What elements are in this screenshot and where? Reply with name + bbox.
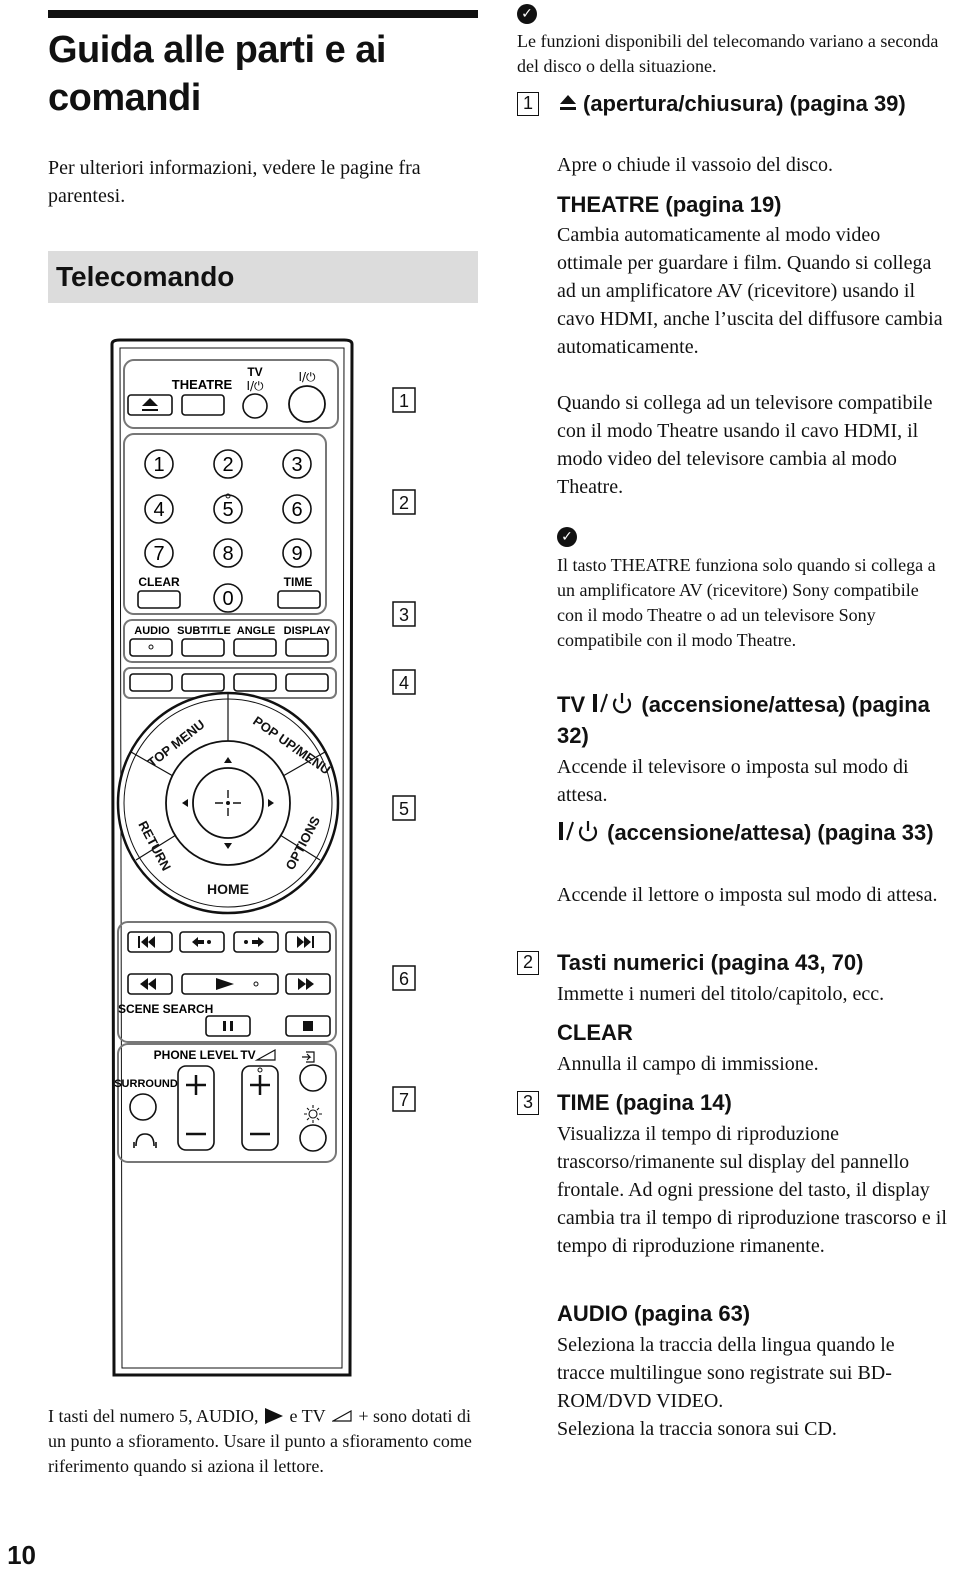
volume-icon xyxy=(331,1410,352,1422)
eject-icon xyxy=(560,95,576,110)
digit-5: 5 xyxy=(222,499,233,521)
clear-label: CLEAR xyxy=(138,575,180,589)
number-panel xyxy=(123,433,327,615)
clear-button xyxy=(137,590,181,609)
time-heading: TIME (pagina 14) xyxy=(557,1090,732,1115)
eject-heading: (apertura/chiusura) (pagina 39) xyxy=(557,88,947,119)
audio-label: AUDIO xyxy=(134,625,170,637)
angle-button xyxy=(233,638,277,657)
play-icon xyxy=(264,1408,283,1424)
theatre-note: Il tasto THEATRE funziona solo quando si… xyxy=(557,555,936,650)
blue-button xyxy=(285,673,329,692)
tv-volume-rocker xyxy=(241,1065,279,1151)
section-header: Telecomando xyxy=(48,251,478,303)
digit-7: 7 xyxy=(153,543,164,565)
theatre-body-2: Quando si collega ad un televisore compa… xyxy=(557,392,933,498)
note-icon: ✓ xyxy=(517,4,537,24)
digit-2: 2 xyxy=(222,454,233,476)
tv-power-heading: TV (accensione/attesa) (pagina 32) xyxy=(557,692,930,748)
audio-button xyxy=(129,638,173,657)
touch-dot-note: I tasti del numero 5, AUDIO, e TV + sono… xyxy=(48,1406,472,1476)
input-icon xyxy=(302,1051,315,1063)
clear-body: Annulla il campo di immissione. xyxy=(557,1053,819,1075)
power-icon xyxy=(559,821,598,842)
item-number-3: 3 xyxy=(517,1091,539,1115)
numeric-keypad: 1 2 3 4 5 6 7 8 9 0 xyxy=(144,449,312,613)
light-button xyxy=(299,1124,327,1152)
digit-4: 4 xyxy=(153,499,164,521)
page-number: 10 xyxy=(7,1540,36,1570)
power-icon xyxy=(593,693,632,714)
green-button xyxy=(181,673,225,692)
page-title: Guida alle parti e ai comandi xyxy=(48,29,386,119)
digit-6: 6 xyxy=(291,499,302,521)
note-icon: ✓ xyxy=(557,527,577,547)
phone-level-label: PHONE LEVEL xyxy=(154,1048,239,1062)
note-top: Le funzioni disponibili del telecomando … xyxy=(517,31,939,76)
digit-8: 8 xyxy=(222,543,233,565)
volume-panel xyxy=(117,1043,337,1163)
theatre-heading: THEATRE (pagina 19) xyxy=(557,192,782,217)
volume-icon xyxy=(254,1048,276,1061)
transport-panel xyxy=(117,921,337,1043)
top-rule xyxy=(48,10,478,18)
display-button xyxy=(285,638,329,657)
intro-text: Per ulteriori informazioni, vedere le pa… xyxy=(48,157,421,207)
numeric-body: Immette i numeri del titolo/capitolo, ec… xyxy=(557,983,885,1005)
time-label: TIME xyxy=(284,575,313,589)
theatre-body: Cambia automaticamente al modo video ott… xyxy=(557,224,943,358)
theatre-label: THEATRE xyxy=(172,377,233,392)
numeric-heading: Tasti numerici (pagina 43, 70) xyxy=(557,950,864,975)
digit-0: 0 xyxy=(222,588,233,610)
descriptions-column: ✓ Le funzioni disponibili del telecomand… xyxy=(517,0,947,1587)
digit-1: 1 xyxy=(153,454,164,476)
theatre-button xyxy=(181,394,225,416)
audio-body-2: Seleziona la traccia sonora sui CD. xyxy=(557,1418,837,1440)
power-button xyxy=(288,385,326,423)
tv-volume-label: TV xyxy=(240,1048,255,1062)
remote-control-illustration: THEATRE TV I/⏻ I/⏻ 1 2 3 4 5 6 7 8 9 0 C… xyxy=(110,338,354,1377)
power-heading: (accensione/attesa) (pagina 33) xyxy=(557,817,947,848)
time-body: Visualizza il tempo di riproduzione tras… xyxy=(557,1123,947,1257)
tv-label: TV xyxy=(247,365,262,379)
function-panel xyxy=(123,619,337,663)
scene-search-label: SCENE SEARCH xyxy=(118,1002,213,1016)
surround-button xyxy=(129,1093,157,1121)
surround-label: SURROUND xyxy=(114,1078,178,1090)
tv-power-button xyxy=(242,393,268,419)
power-body: Accende il lettore o imposta sul modo di… xyxy=(557,884,938,906)
home-label: HOME xyxy=(207,881,249,897)
navigation-ring xyxy=(116,691,340,915)
light-icon xyxy=(304,1105,322,1123)
yellow-button xyxy=(233,673,277,692)
section-title: Telecomando xyxy=(56,261,235,292)
power-label: I/⏻ xyxy=(298,370,316,384)
red-button xyxy=(129,673,173,692)
subtitle-button xyxy=(181,638,225,657)
headphone-icon xyxy=(133,1133,157,1148)
subtitle-label: SUBTITLE xyxy=(177,625,231,637)
eject-body: Apre o chiude il vassoio del disco. xyxy=(557,154,834,176)
clear-heading: CLEAR xyxy=(557,1020,633,1045)
item-number-2: 2 xyxy=(517,951,539,975)
pause-button xyxy=(205,1015,251,1037)
item-number-1: 1 xyxy=(517,92,539,116)
top-panel xyxy=(123,359,339,429)
digit-9: 9 xyxy=(291,543,302,565)
eject-icon xyxy=(142,398,158,411)
input-button xyxy=(299,1064,327,1092)
tv-power-label: I/⏻ xyxy=(246,379,264,393)
angle-label: ANGLE xyxy=(237,625,276,637)
audio-body: Seleziona la traccia della lingua quando… xyxy=(557,1334,895,1412)
tv-power-body: Accende il televisore o imposta sul modo… xyxy=(557,756,909,806)
phone-level-rocker xyxy=(177,1065,215,1151)
display-label: DISPLAY xyxy=(284,625,331,637)
time-button xyxy=(277,590,321,609)
digit-3: 3 xyxy=(291,454,302,476)
audio-heading: AUDIO (pagina 63) xyxy=(557,1301,751,1326)
